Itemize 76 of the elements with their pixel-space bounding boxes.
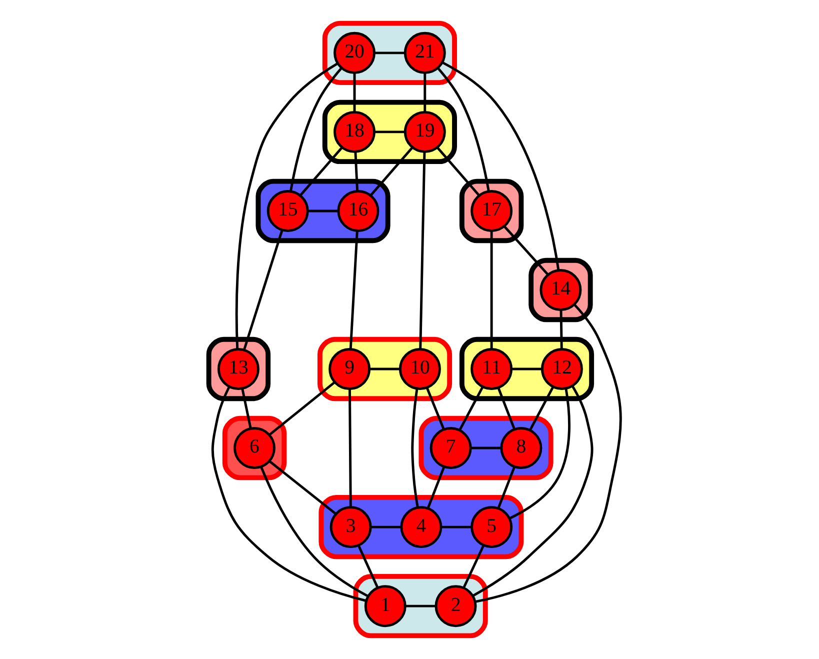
cluster [458,178,524,244]
node-circle: 14 [539,269,582,311]
node-circle: 16 [336,190,379,232]
connector [268,381,335,436]
connector [404,604,436,608]
connector [474,304,622,603]
node-circle: 12 [540,348,582,390]
connector [356,544,378,588]
connector [352,72,356,112]
cluster [352,574,488,638]
cluster [255,178,390,244]
node-circle: 15 [266,190,308,232]
connector [470,446,501,450]
connector [307,210,338,212]
cluster [458,336,594,402]
connector [268,460,336,515]
node-circle: 17 [470,190,512,232]
cluster [418,416,553,480]
connector [368,368,400,370]
connector [370,526,401,528]
cluster [318,494,524,560]
cluster [206,336,270,402]
connector [528,386,554,431]
node-circle: 19 [403,110,446,153]
node-circle: 6 [233,427,275,470]
connector [242,230,283,350]
connector [298,146,342,196]
connector [426,466,445,508]
node-circle: 5 [470,506,512,548]
node-circle: 9 [328,348,370,390]
connector [234,62,338,349]
cluster [528,258,592,322]
connector [559,310,562,349]
connector [440,526,472,528]
cluster [322,20,456,86]
connector [348,389,352,508]
connector [374,52,405,54]
connector [462,544,484,588]
node-circle: 18 [333,110,375,153]
connector [240,388,252,429]
connector [210,386,366,602]
connector [442,62,560,270]
connector [472,385,593,597]
node-circle: 7 [429,427,472,470]
connector [458,386,484,431]
connector [374,130,405,134]
connector [260,466,368,598]
connector [410,388,418,508]
node-circle: 20 [333,32,375,74]
connector [418,152,426,350]
cluster [316,336,452,402]
connector [502,225,548,276]
connector [490,231,492,350]
connector [289,67,342,192]
node-circle: 21 [403,32,446,74]
node-circle: 1 [364,585,406,628]
connector [508,388,570,520]
connector [510,368,542,370]
connector [436,67,490,192]
cluster [222,416,286,480]
node-circle: 10 [398,348,440,390]
node-circle: 4 [400,506,442,548]
connector [423,72,426,112]
connector [348,231,358,350]
connector [354,152,358,191]
connector [496,466,516,508]
node-circle: 13 [216,348,259,390]
cluster [322,100,456,164]
node-circle: 2 [434,585,476,628]
connector [496,387,515,430]
connector [425,387,444,430]
node-circle: 11 [470,348,512,390]
connector [369,146,413,196]
node-circle: 8 [500,427,542,470]
node-circle: 3 [329,506,372,548]
connector [436,146,480,196]
